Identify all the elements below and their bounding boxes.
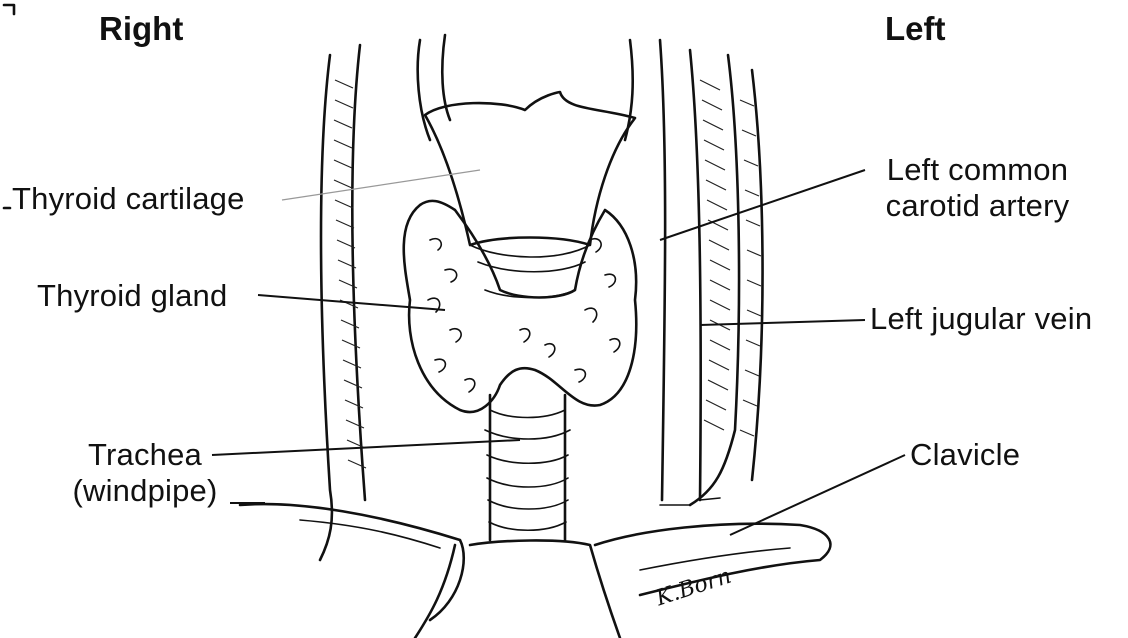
label-clavicle: Clavicle [910,437,1020,473]
label-trachea: Trachea (windpipe) [55,437,235,509]
label-left-jugular-vein: Left jugular vein [870,301,1092,337]
label-trachea-line1: Trachea [55,437,235,473]
clavicle-shape [240,498,830,638]
corner-mark [4,5,14,14]
thyroid-gland-shape [404,201,636,412]
label-thyroid-gland: Thyroid gland [37,278,227,314]
label-trachea-line2: (windpipe) [55,473,235,509]
side-label-left: Left [885,10,946,48]
trachea-shape [485,395,570,540]
thyroid-cartilage-shape [425,92,635,298]
label-thyroid-cartilage: Thyroid cartilage [12,181,245,217]
label-left-common-carotid: Left common carotid artery [865,152,1090,224]
label-left-common-carotid-line1: Left common [865,152,1090,188]
label-left-common-carotid-line2: carotid artery [865,188,1090,224]
side-label-right: Right [99,10,183,48]
leader-lines [212,170,905,535]
